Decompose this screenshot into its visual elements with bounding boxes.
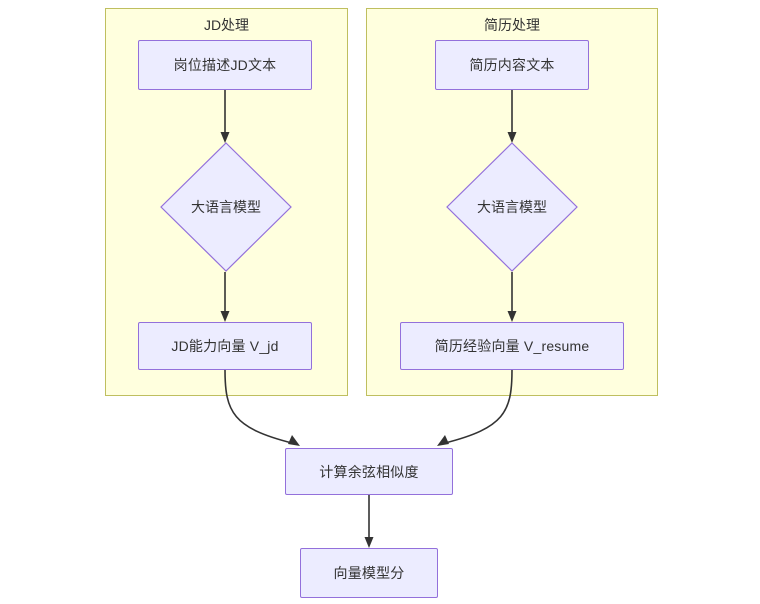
edge-cosine-to-score bbox=[364, 495, 374, 548]
node-jd-vector[interactable]: JD能力向量 V_jd bbox=[138, 322, 312, 370]
subgraph-resume-title: 简历处理 bbox=[484, 17, 540, 33]
node-cosine-similarity-label: 计算余弦相似度 bbox=[319, 463, 419, 480]
node-jd-text-label: 岗位描述JD文本 bbox=[173, 57, 277, 73]
node-jd-llm-label: 大语言模型 bbox=[191, 199, 261, 215]
node-resume-text[interactable]: 简历内容文本 bbox=[435, 40, 589, 90]
node-resume-llm-label: 大语言模型 bbox=[477, 199, 547, 215]
node-vector-model-score-label: 向量模型分 bbox=[333, 565, 405, 581]
diamond-shape bbox=[160, 142, 292, 272]
diamond-shape bbox=[446, 142, 578, 272]
node-resume-vector[interactable]: 简历经验向量 V_resume bbox=[400, 322, 624, 370]
node-resume-vector-label: 简历经验向量 V_resume bbox=[434, 338, 590, 354]
node-vector-model-score[interactable]: 向量模型分 bbox=[300, 548, 438, 598]
subgraph-jd-title: JD处理 bbox=[203, 17, 250, 33]
node-jd-text[interactable]: 岗位描述JD文本 bbox=[138, 40, 312, 90]
node-resume-llm[interactable]: 大语言模型 bbox=[446, 142, 578, 272]
node-resume-text-label: 简历内容文本 bbox=[469, 57, 555, 73]
node-cosine-similarity[interactable]: 计算余弦相似度 bbox=[285, 448, 453, 495]
node-jd-llm[interactable]: 大语言模型 bbox=[160, 142, 292, 272]
node-jd-vector-label: JD能力向量 V_jd bbox=[171, 338, 279, 354]
